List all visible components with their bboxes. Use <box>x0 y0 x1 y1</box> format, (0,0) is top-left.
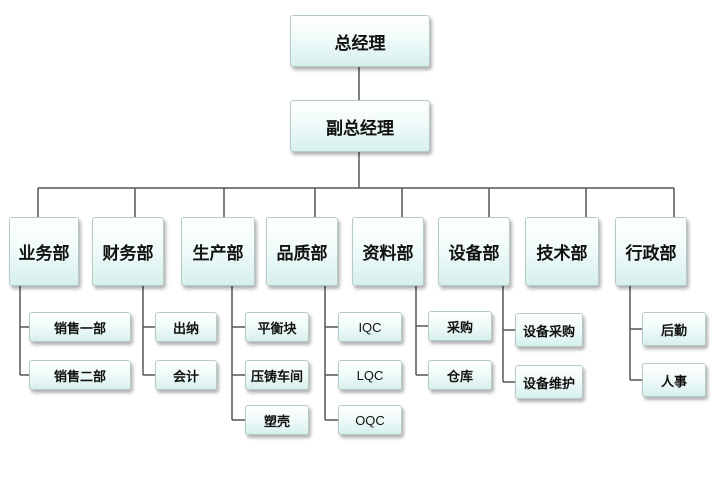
dept-box-production: 生产部 <box>181 217 255 286</box>
dept-box-finance: 财务部 <box>92 217 164 286</box>
sub-box-plastic-shell: 塑壳 <box>245 405 309 435</box>
dept-box-materials: 资料部 <box>352 217 424 286</box>
sub-box-sales-2: 销售二部 <box>29 360 131 390</box>
sub-box-cashier: 出纳 <box>155 312 217 342</box>
sub-box-sales-1: 销售一部 <box>29 312 131 342</box>
sub-box-equipment-purchasing: 设备采购 <box>515 313 583 347</box>
sub-box-accounting: 会计 <box>155 360 217 390</box>
sub-box-iqc: IQC <box>338 312 402 342</box>
dept-box-administration: 行政部 <box>615 217 687 286</box>
sub-box-oqc: OQC <box>338 405 402 435</box>
sub-box-die-casting: 压铸车间 <box>245 360 309 390</box>
sub-box-personnel: 人事 <box>642 363 706 397</box>
sub-box-warehouse: 仓库 <box>428 360 492 390</box>
sub-box-equipment-maintenance: 设备维护 <box>515 365 583 399</box>
deputy-general-manager-box: 副总经理 <box>290 100 430 152</box>
sub-box-lqc: LQC <box>338 360 402 390</box>
sub-box-purchasing: 采购 <box>428 311 492 341</box>
dept-box-equipment: 设备部 <box>438 217 510 286</box>
general-manager-box: 总经理 <box>290 15 430 67</box>
dept-box-quality: 品质部 <box>266 217 338 286</box>
sub-box-logistics: 后勤 <box>642 312 706 346</box>
dept-box-sales: 业务部 <box>9 217 79 286</box>
dept-box-technology: 技术部 <box>525 217 599 286</box>
sub-box-balance-block: 平衡块 <box>245 312 309 342</box>
